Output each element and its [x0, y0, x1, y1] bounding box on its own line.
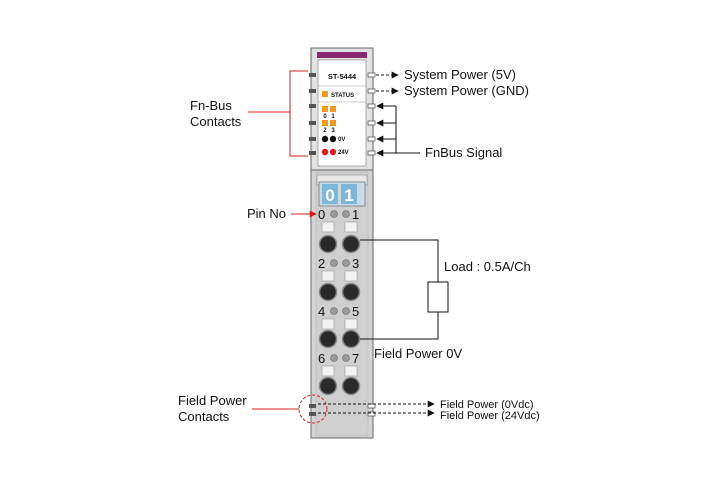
channel-led-2	[322, 120, 328, 126]
system-power-gnd-label: System Power (GND)	[404, 83, 529, 98]
power-led-24v-b	[329, 148, 337, 156]
field-power-0v-label: Field Power 0V	[374, 346, 462, 361]
pin-number-7: 7	[352, 351, 359, 366]
fnbus-contacts-label-line2: Contacts	[190, 114, 242, 129]
pin-number-2: 2	[318, 256, 325, 271]
terminal-0	[318, 234, 338, 254]
fnbus-contacts-bracket	[248, 70, 308, 157]
pin-number-5: 5	[352, 304, 359, 319]
led-label-2: 2	[323, 128, 327, 134]
terminal-5	[341, 329, 361, 349]
channel-led-3	[330, 120, 336, 126]
window-channel-1: 1	[344, 186, 353, 205]
fnbus-signal-lines	[376, 102, 420, 157]
fnbus-signal-label: FnBus Signal	[425, 145, 502, 160]
terminal-7	[341, 376, 361, 396]
load-label: Load : 0.5A/Ch	[444, 259, 531, 274]
module-model: ST-5444	[328, 72, 357, 81]
field-power-24vdc-label: Field Power (24Vdc)	[440, 410, 540, 422]
power-led-label-0v: 0V	[338, 137, 345, 143]
power-led-label-24v: 24V	[338, 150, 349, 156]
power-led-0v-a	[321, 135, 329, 143]
pin-row-3: 6 7	[318, 351, 361, 396]
led-label-3: 3	[331, 128, 335, 134]
load-wiring	[360, 239, 449, 340]
terminal-6	[318, 376, 338, 396]
channel-led-1	[330, 106, 336, 112]
module-top-stripe	[317, 52, 367, 58]
io-module: ST-5444 STATUS 0 1 2 3 0V 24V 0 1 0 1	[309, 47, 376, 439]
pin-number-3: 3	[352, 256, 359, 271]
status-label: STATUS	[331, 93, 354, 99]
terminal-1	[341, 234, 361, 254]
pin-number-6: 6	[318, 351, 325, 366]
pin-number-0: 0	[318, 207, 325, 222]
pin-number-4: 4	[318, 304, 325, 319]
load-resistor	[427, 281, 449, 313]
pin-no-label: Pin No	[247, 206, 286, 221]
terminal-2	[318, 282, 338, 302]
power-led-0v-b	[329, 135, 337, 143]
pin-row-0: 0 1	[318, 207, 361, 254]
terminal-3	[341, 282, 361, 302]
window-channel-0: 0	[325, 186, 334, 205]
system-power-5v-label: System Power (5V)	[404, 67, 516, 82]
led-label-1: 1	[331, 114, 335, 120]
field-power-0vdc-label: Field Power (0Vdc)	[440, 399, 534, 411]
fnbus-contacts-label-line1: Fn-Bus	[190, 98, 232, 113]
terminal-4	[318, 329, 338, 349]
pin-row-1: 2 3	[318, 256, 361, 302]
channel-led-0	[322, 106, 328, 112]
pin-row-2: 4 5	[318, 304, 361, 349]
field-power-contacts-circle	[298, 394, 328, 424]
field-power-contacts-label-line1: Field Power	[178, 393, 247, 408]
status-led	[322, 91, 328, 97]
led-label-0: 0	[323, 114, 327, 120]
field-power-contacts-label-line2: Contacts	[178, 409, 230, 424]
pin-number-1: 1	[352, 207, 359, 222]
power-led-24v-a	[321, 148, 329, 156]
